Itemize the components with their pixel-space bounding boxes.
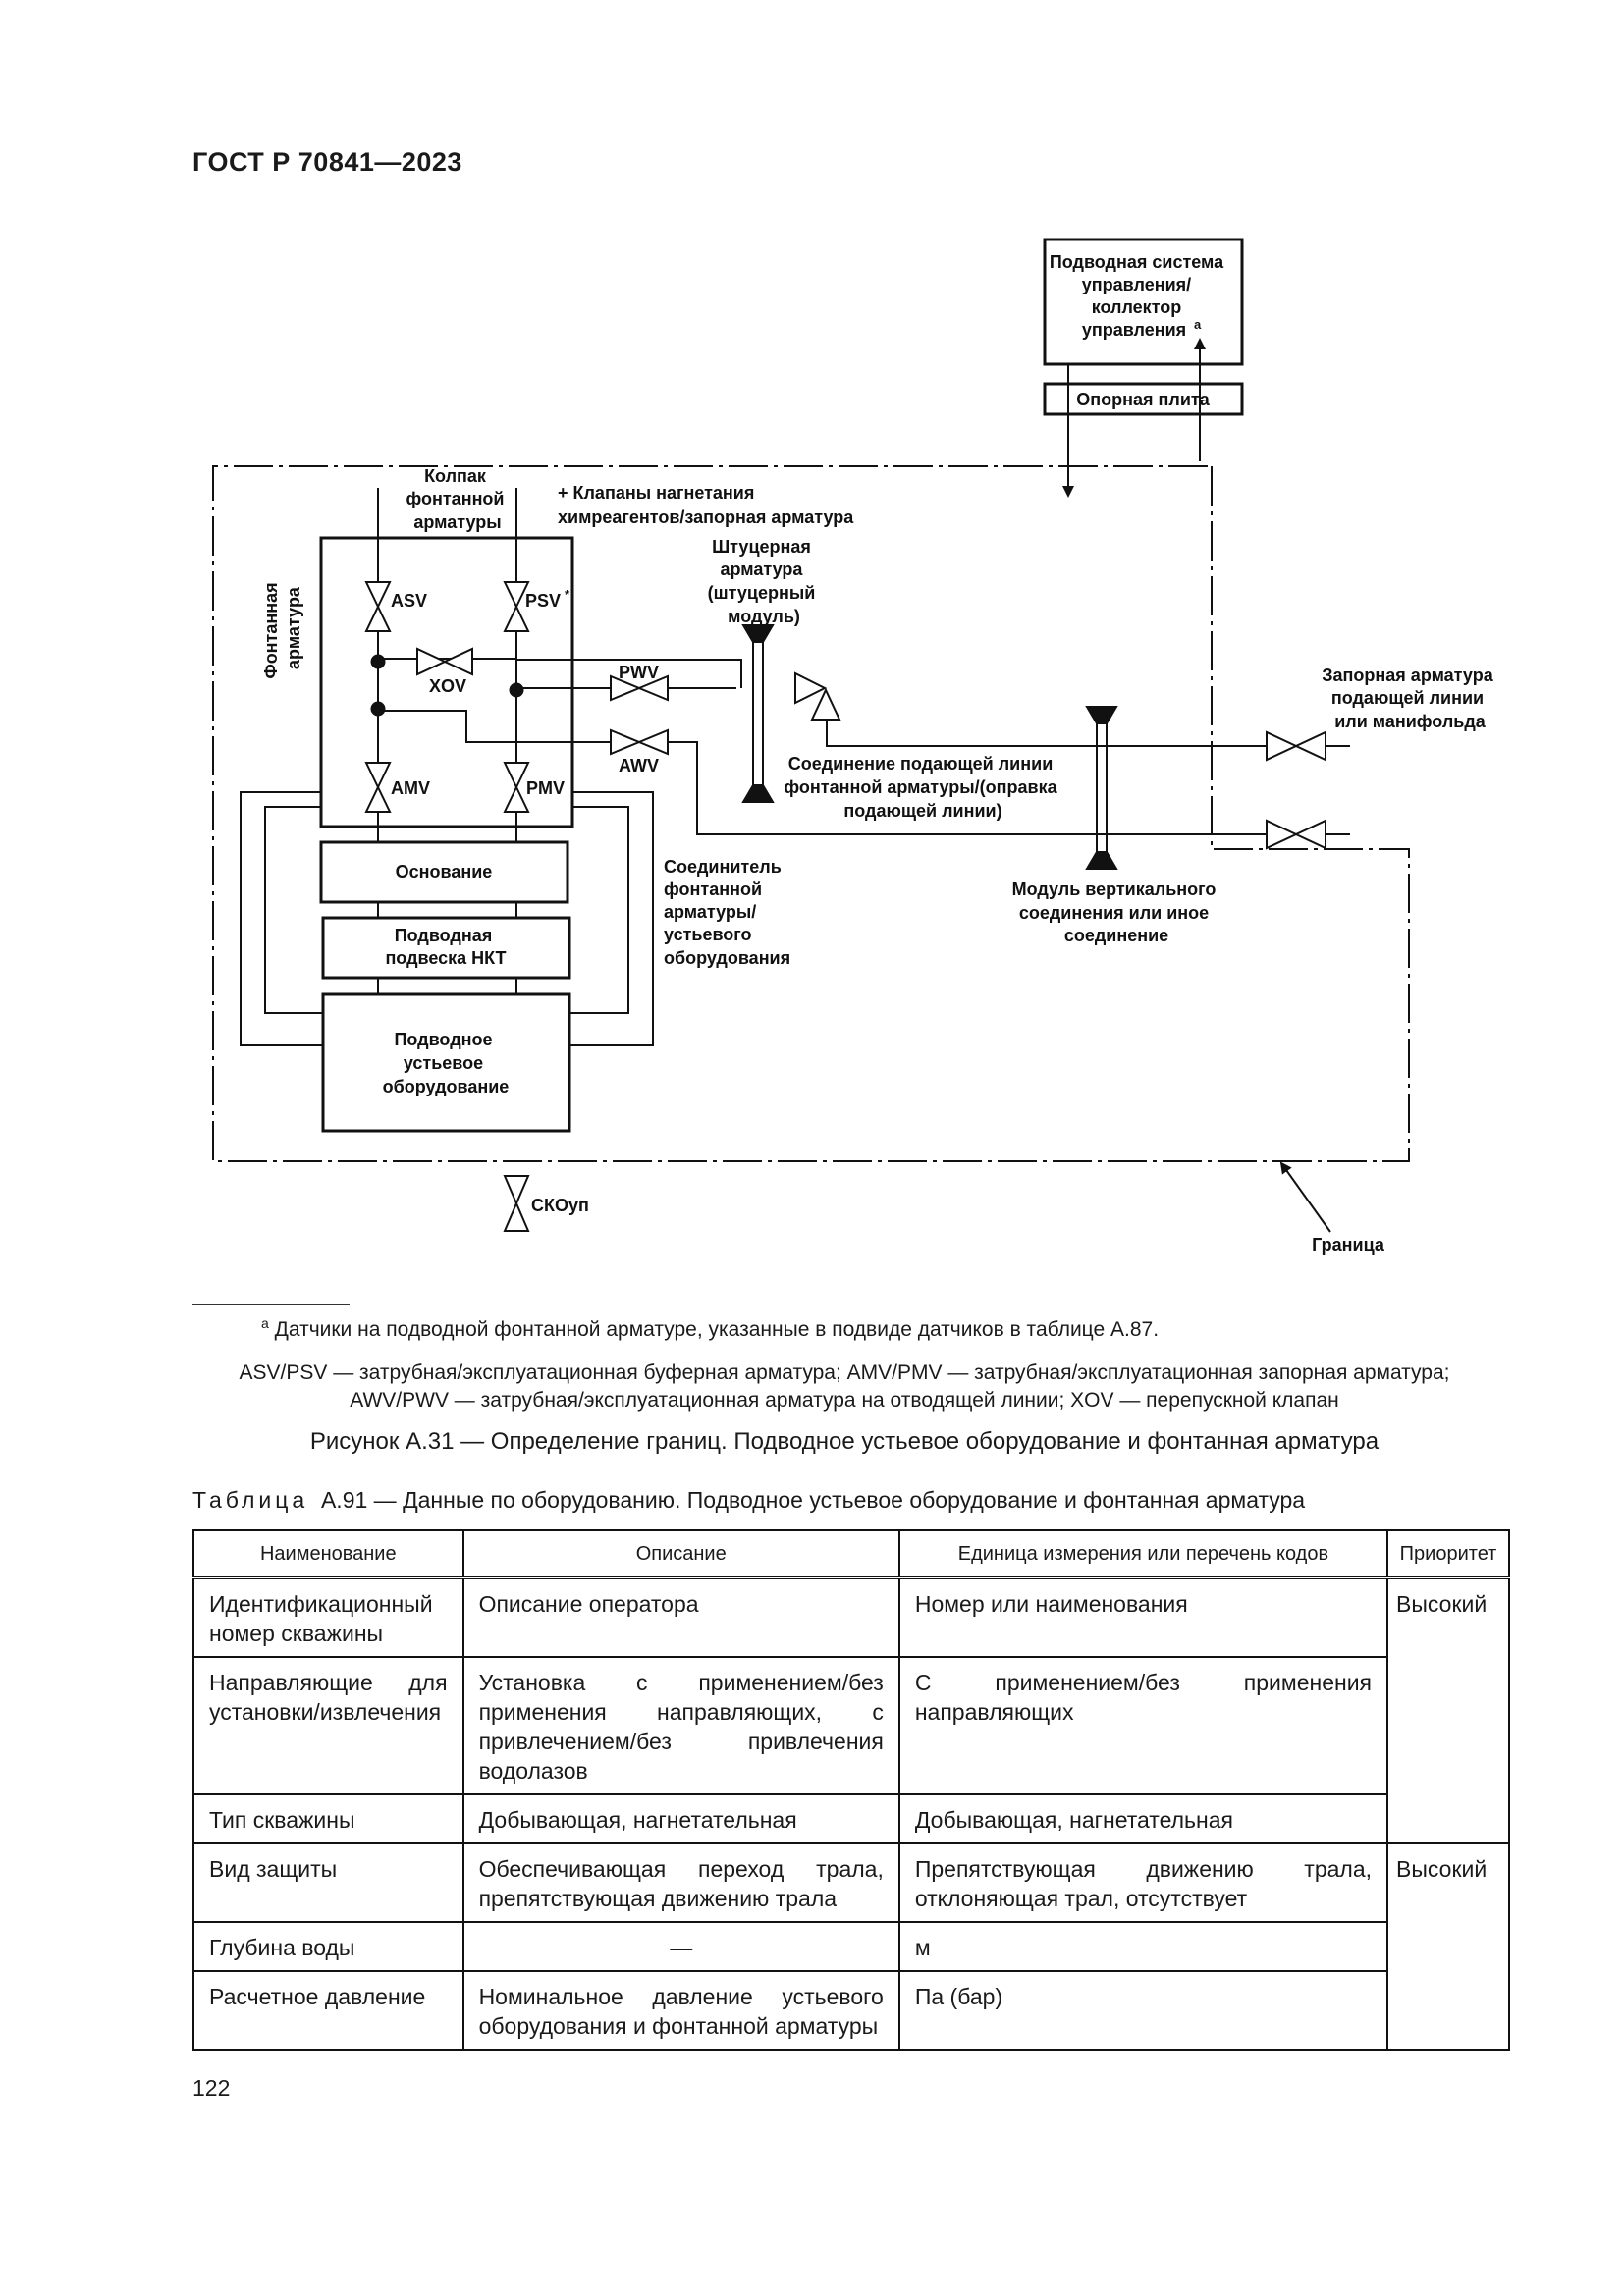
isolation-valve-lower bbox=[1266, 819, 1326, 850]
header-priority: Приоритет bbox=[1386, 1529, 1510, 1579]
control-system-note: a bbox=[1194, 317, 1202, 332]
isolation-valve-label: Запорная арматура подающей линии или ман… bbox=[1322, 666, 1497, 731]
cell-name: Расчетное давление bbox=[192, 1970, 464, 2051]
base-plate-box bbox=[1043, 382, 1244, 416]
figure-caption: Рисунок А.31 — Определение границ. Подво… bbox=[309, 1428, 1380, 1455]
tree-cap-label: Колпак фонтанной арматуры bbox=[406, 466, 509, 532]
vertical-module-label: Модуль вертикального соединения или иное… bbox=[1012, 880, 1221, 945]
table-row: Идентификационный номер скважины Описани… bbox=[192, 1576, 1510, 1844]
cell-name: Направляющие для установки/извлечения bbox=[192, 1656, 464, 1795]
cell-unit: Номер или наименования bbox=[897, 1576, 1389, 1658]
cell-description: — bbox=[461, 1921, 900, 1972]
cell-unit: С применением/без применения направляющи… bbox=[897, 1656, 1389, 1795]
wellhead-box bbox=[321, 992, 571, 1133]
tree-box bbox=[319, 536, 574, 828]
cell-description: Обеспечивающая переход трала, препятству… bbox=[461, 1842, 900, 1923]
table-caption: Таблица А.91 — Данные по оборудованию. П… bbox=[192, 1487, 1306, 1513]
cell-description: Описание оператора bbox=[461, 1576, 900, 1658]
connector-lines bbox=[240, 791, 654, 1046]
psv-mark: * bbox=[565, 587, 570, 602]
choke-label: Штуцерная арматура (штуцерный модуль) bbox=[708, 537, 821, 626]
cell-name: Вид защиты bbox=[192, 1842, 464, 1923]
flowline-hub bbox=[741, 624, 775, 803]
boundary-label: Граница bbox=[1312, 1235, 1385, 1255]
base-plate-label: Опорная плита bbox=[1076, 390, 1210, 409]
boundary-diagram: Подводная система управления/ коллектор … bbox=[212, 238, 1497, 1255]
table-row: Расчетное давление Номинальное давление … bbox=[192, 1970, 1509, 2051]
control-system-box bbox=[1043, 238, 1244, 366]
table-header-row: Наименование Описание Единица измерения … bbox=[192, 1529, 1510, 1579]
amv-valve bbox=[364, 762, 392, 813]
cell-unit: Препятствующая движению трала, отклоняющ… bbox=[897, 1842, 1389, 1923]
table-row: Тип скважины Добывающая, нагнетательная … bbox=[192, 1793, 1509, 1844]
asv-label: ASV bbox=[391, 591, 427, 611]
tubing-hanger-box bbox=[321, 916, 571, 980]
pwv-label: PWV bbox=[619, 663, 659, 682]
header-name: Наименование bbox=[192, 1529, 464, 1579]
tubing-hanger-label: Подводная подвеска НКТ bbox=[385, 926, 506, 968]
boundary-pointer bbox=[1279, 1161, 1331, 1233]
cell-unit: м bbox=[897, 1921, 1389, 1972]
xov-label: XOV bbox=[429, 676, 466, 696]
page-number: 122 bbox=[192, 2075, 231, 2101]
choke-symbol bbox=[794, 671, 841, 721]
base-box bbox=[319, 840, 569, 904]
psv-valve bbox=[503, 581, 530, 632]
figure-footnote: a Датчики на подводной фонтанной арматур… bbox=[261, 1315, 1160, 1341]
pwv-valve bbox=[610, 674, 669, 702]
vertical-module-hub bbox=[1085, 706, 1118, 870]
skoup-label: СКОуп bbox=[531, 1196, 589, 1215]
cell-description: Номинальное давление устьевого оборудова… bbox=[461, 1970, 900, 2051]
table-row: Глубина воды — м bbox=[192, 1921, 1509, 1972]
base-label: Основание bbox=[396, 862, 493, 881]
connector-label: Соединитель фонтанной арматуры/ устьевог… bbox=[664, 857, 790, 968]
cell-priority: Высокий bbox=[1386, 1576, 1510, 1844]
chemical-valves-label: + Клапаны нагнетания химреагентов/запорн… bbox=[558, 483, 854, 527]
amv-label: AMV bbox=[391, 778, 430, 798]
control-system-label: Подводная система управления/ коллектор … bbox=[1050, 252, 1228, 340]
equipment-data-table: Наименование Описание Единица измерения … bbox=[192, 1529, 1510, 2051]
cell-name: Тип скважины bbox=[192, 1793, 464, 1844]
boundary-line bbox=[212, 465, 1410, 1162]
cell-name: Идентификационный номер скважины bbox=[192, 1576, 464, 1658]
abbreviations: ASV/PSV — затрубная/эксплуатационная буф… bbox=[239, 1362, 1450, 1412]
header-description: Описание bbox=[461, 1529, 900, 1579]
pmv-valve bbox=[503, 762, 530, 813]
document-header: ГОСТ Р 70841—2023 bbox=[192, 147, 462, 177]
psv-label: PSV bbox=[525, 591, 561, 611]
header-unit: Единица измерения или перечень кодов bbox=[897, 1529, 1389, 1579]
cell-unit: Добывающая, нагнетательная bbox=[897, 1793, 1389, 1844]
isolation-valve-upper bbox=[1266, 730, 1326, 762]
footnote-separator bbox=[192, 1304, 350, 1305]
table-row: Вид защиты Обеспечивающая переход трала,… bbox=[192, 1842, 1510, 2051]
cell-description: Добывающая, нагнетательная bbox=[461, 1793, 900, 1844]
skoup-valve bbox=[503, 1175, 530, 1232]
cell-description: Установка с применением/без применения н… bbox=[461, 1656, 900, 1795]
tree-label: Фонтанная арматура bbox=[261, 577, 303, 678]
xov-valve bbox=[416, 647, 473, 676]
table-row: Направляющие для установки/извлечения Ус… bbox=[192, 1656, 1509, 1795]
wellhead-label: Подводное устьевое оборудование bbox=[383, 1030, 510, 1096]
cell-name: Глубина воды bbox=[192, 1921, 464, 1972]
awv-valve bbox=[610, 728, 669, 756]
awv-label: AWV bbox=[619, 756, 659, 775]
flowline-connection-label: Соединение подающей линии фонтанной арма… bbox=[784, 754, 1061, 821]
asv-valve bbox=[364, 581, 392, 632]
pmv-label: PMV bbox=[526, 778, 565, 798]
flow-lines bbox=[378, 658, 1350, 835]
cell-priority: Высокий bbox=[1386, 1842, 1510, 2051]
cell-unit: Па (бар) bbox=[897, 1970, 1389, 2051]
